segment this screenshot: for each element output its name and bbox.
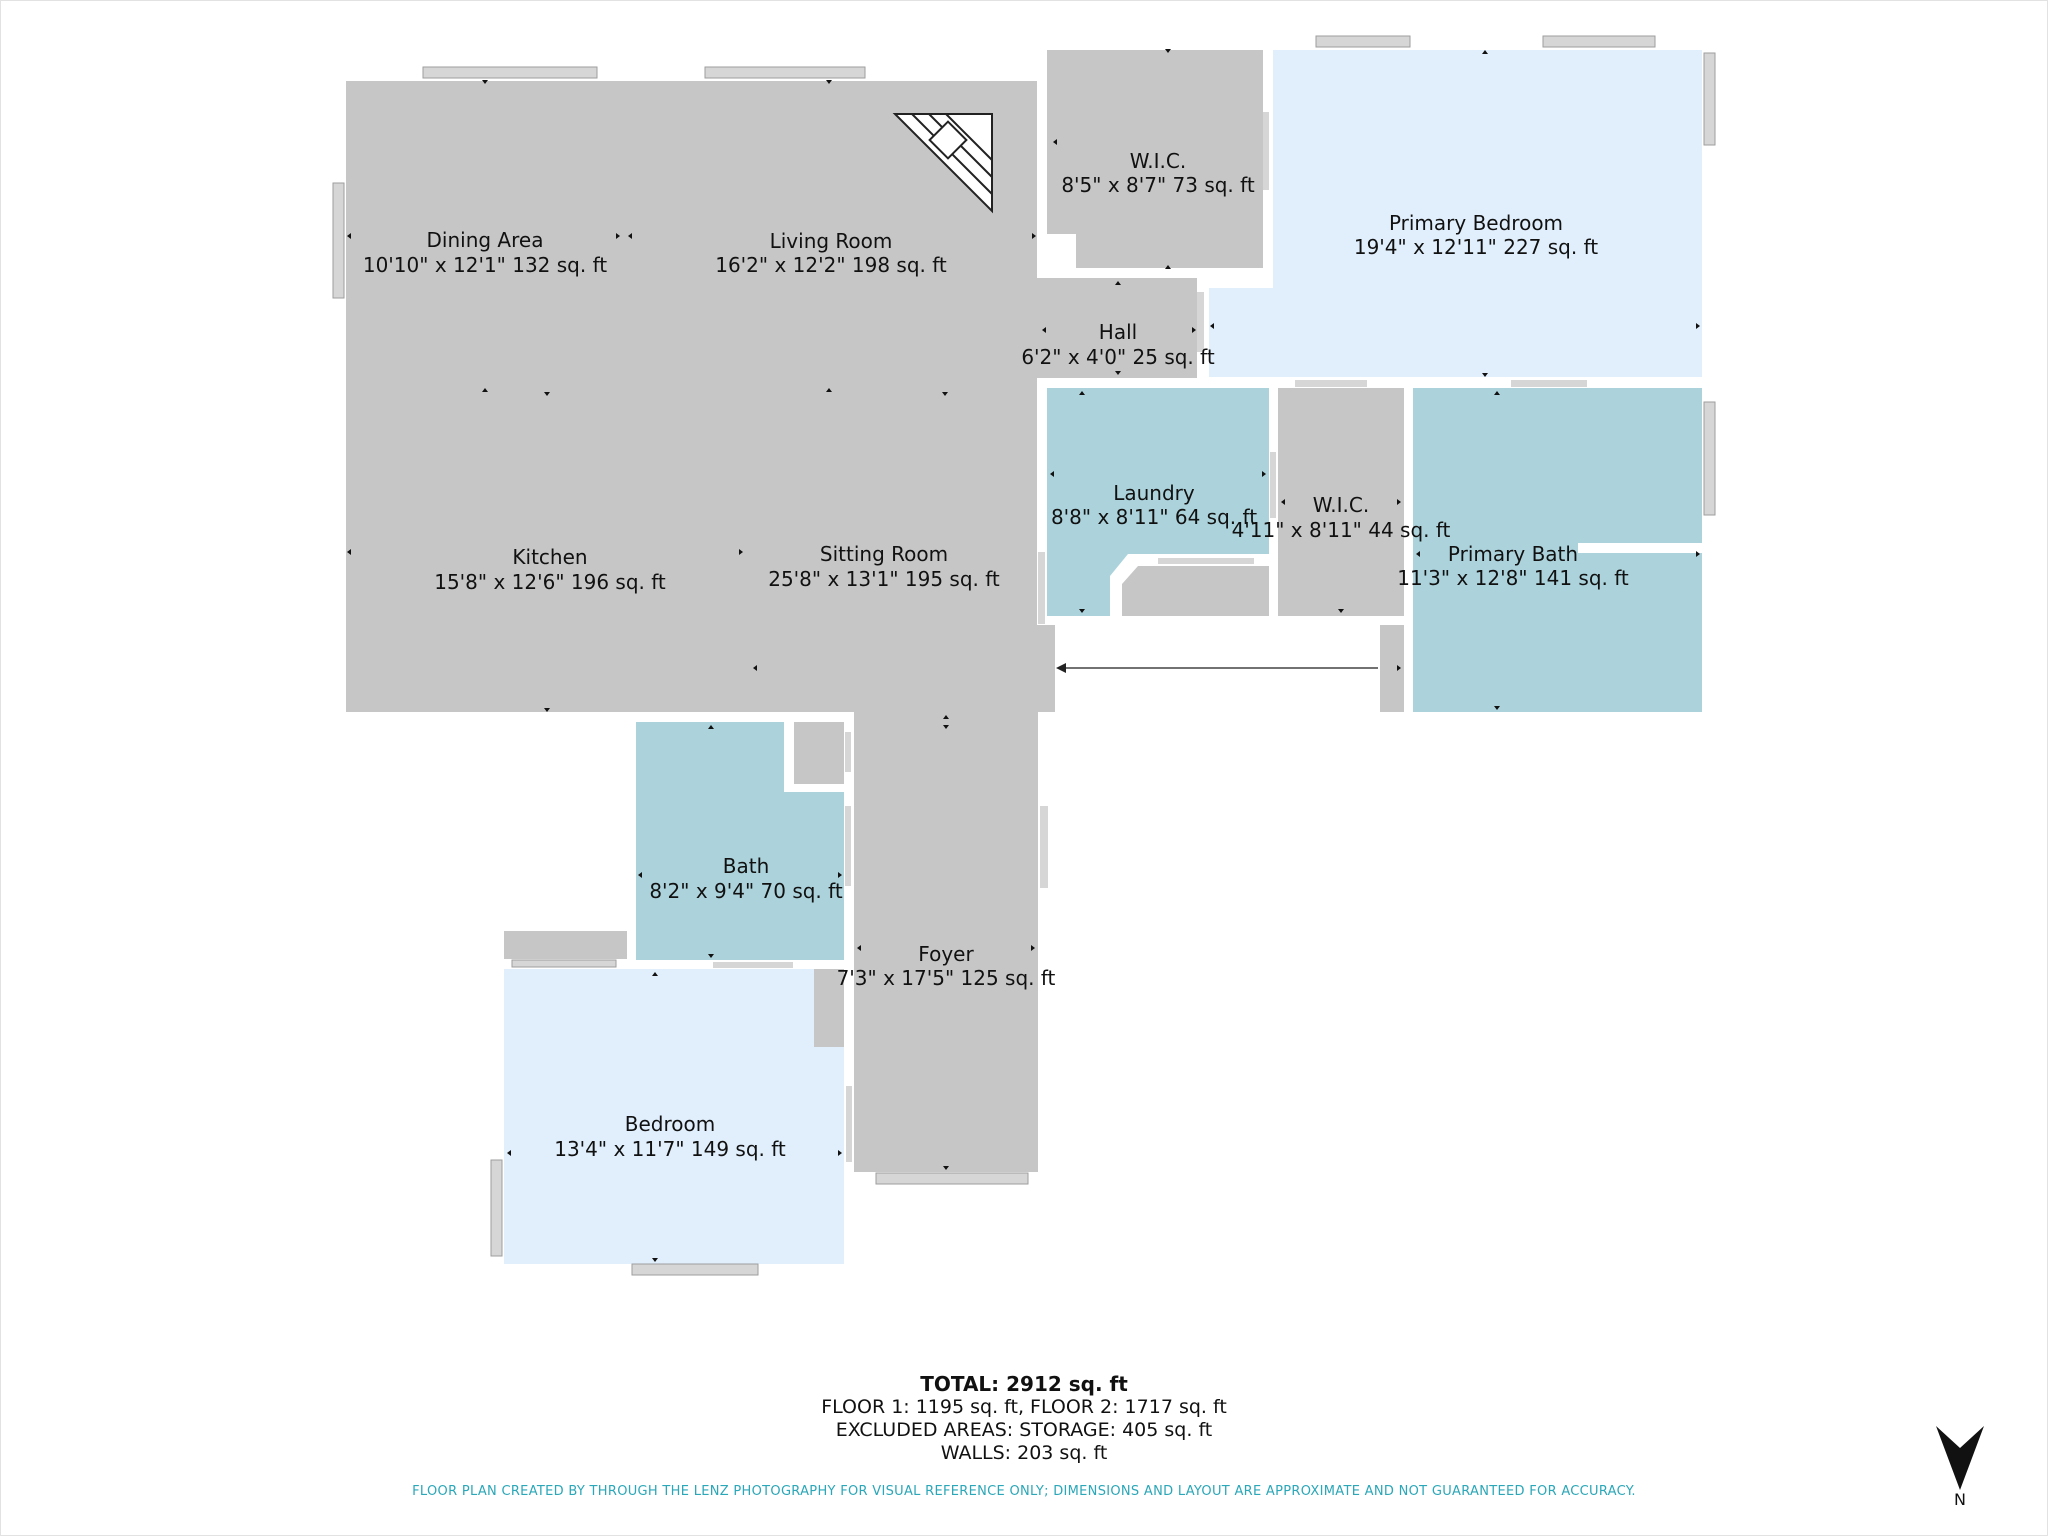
bath-area: [636, 722, 844, 960]
wic-upper-door: [1263, 112, 1269, 190]
foyer-door: [1040, 806, 1048, 888]
compass-label: N: [1954, 1490, 1966, 1509]
bath-door: [845, 806, 851, 886]
bedroom-top-door: [713, 962, 793, 968]
passage-right-post: [1380, 625, 1404, 712]
room-dims-wic-upper: 8'5" x 8'7" 73 sq. ft: [1061, 173, 1255, 197]
room-name-bath: Bath: [723, 854, 770, 878]
summary-walls: WALLS: 203 sq. ft: [940, 1442, 1108, 1464]
foyer-area: [854, 712, 1038, 1172]
room-name-living: Living Room: [770, 229, 893, 253]
north-arrow-icon: [1936, 1426, 1984, 1490]
room-dims-living: 16'2" x 12'2" 198 sq. ft: [715, 253, 947, 277]
dimension-markers: [347, 49, 1700, 1262]
laundry-area: [1047, 388, 1269, 616]
room-dims-bath: 8'2" x 9'4" 70 sq. ft: [649, 879, 843, 903]
bath-closet-door: [845, 732, 851, 772]
window: [1542, 35, 1656, 48]
room-name-sitting: Sitting Room: [820, 542, 948, 566]
room-name-primary-bedroom: Primary Bedroom: [1389, 211, 1563, 235]
window: [511, 959, 617, 968]
window: [704, 66, 866, 79]
sitting-door: [1038, 552, 1045, 624]
window: [875, 1172, 1029, 1185]
wic-upper-area: [1047, 50, 1263, 268]
wic-lower-top-door: [1295, 380, 1367, 387]
fireplace-icon: [892, 113, 993, 214]
window: [1703, 52, 1716, 146]
laundry-wic-door: [1270, 452, 1276, 518]
room-dims-kitchen: 15'8" x 12'6" 196 sq. ft: [434, 570, 666, 594]
laundry-counter: [1122, 566, 1269, 616]
window: [490, 1159, 503, 1257]
primary-bath-top-door: [1511, 380, 1587, 387]
bedroom-door: [846, 1086, 852, 1162]
room-dims-hall: 6'2" x 4'0" 25 sq. ft: [1021, 345, 1215, 369]
disclaimer-text: FLOOR PLAN CREATED BY THROUGH THE LENZ P…: [412, 1484, 1636, 1499]
room-dims-primary-bath: 11'3" x 12'8" 141 sq. ft: [1397, 566, 1629, 590]
window: [332, 182, 345, 299]
hall-area: [1037, 278, 1197, 378]
bedroom-closet: [814, 969, 844, 1047]
room-name-primary-bath: Primary Bath: [1448, 542, 1578, 566]
room-name-wic-lower: W.I.C.: [1313, 493, 1369, 517]
room-name-laundry: Laundry: [1113, 481, 1195, 505]
windows: [332, 35, 1716, 1276]
window: [631, 1263, 759, 1276]
room-name-wic-upper: W.I.C.: [1130, 149, 1186, 173]
room-dims-laundry: 8'8" x 8'11" 64 sq. ft: [1051, 505, 1257, 529]
room-dims-sitting: 25'8" x 13'1" 195 sq. ft: [768, 567, 1000, 591]
storage-top: [504, 931, 627, 959]
window: [422, 66, 598, 79]
primary-bath-area: [1413, 388, 1702, 712]
passage-arrow-icon: [1056, 663, 1066, 673]
window: [1703, 401, 1716, 516]
hall-door: [1197, 292, 1204, 352]
room-name-hall: Hall: [1099, 320, 1137, 344]
room-dims-wic-lower: 4'11" x 8'11" 44 sq. ft: [1232, 518, 1451, 542]
room-dims-bedroom: 13'4" x 11'7" 149 sq. ft: [554, 1137, 786, 1161]
laundry-counter-edge: [1158, 558, 1254, 564]
summary-excluded: EXCLUDED AREAS: STORAGE: 405 sq. ft: [835, 1419, 1213, 1441]
room-name-foyer: Foyer: [918, 942, 974, 966]
summary-floors: FLOOR 1: 1195 sq. ft, FLOOR 2: 1717 sq. …: [821, 1396, 1227, 1418]
room-name-bedroom: Bedroom: [625, 1112, 715, 1136]
room-name-dining: Dining Area: [427, 228, 544, 252]
room-name-kitchen: Kitchen: [512, 545, 587, 569]
room-dims-foyer: 7'3" x 17'5" 125 sq. ft: [837, 966, 1056, 990]
window: [1315, 35, 1411, 48]
wic-lower-area: [1278, 388, 1404, 616]
primary-bedroom-area: [1209, 50, 1702, 377]
room-dims-primary-bedroom: 19'4" x 12'11" 227 sq. ft: [1354, 235, 1598, 259]
main-living-block: [346, 81, 1055, 712]
bath-closet: [794, 722, 844, 784]
summary-total: TOTAL: 2912 sq. ft: [920, 1372, 1128, 1396]
room-dims-dining: 10'10" x 12'1" 132 sq. ft: [363, 253, 607, 277]
bedroom-area: [504, 969, 844, 1264]
